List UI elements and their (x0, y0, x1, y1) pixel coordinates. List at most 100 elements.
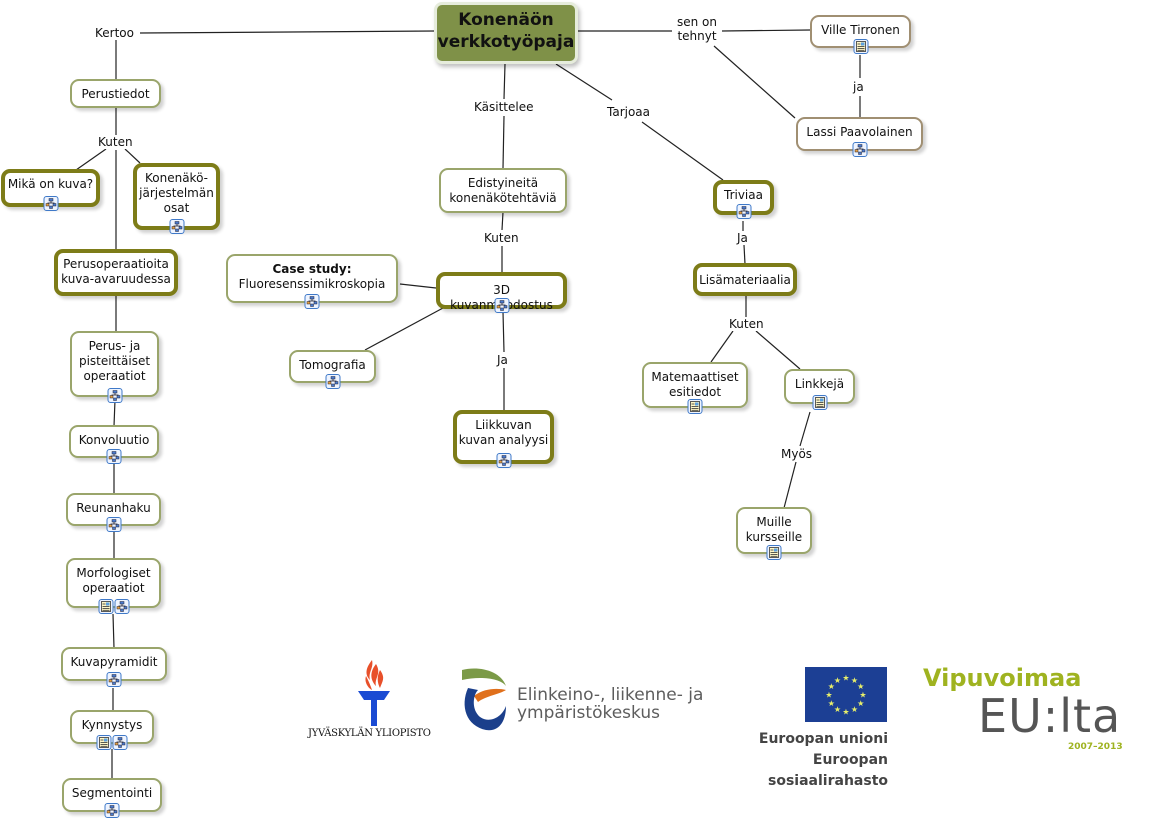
concept-map-icon[interactable] (852, 142, 867, 157)
node-kuvapyramidit[interactable]: Kuvapyramidit (61, 647, 167, 687)
node-perus-ja-pisteittaiset[interactable]: Perus- ja pisteittäiset operaatiot (70, 331, 159, 403)
concept-map-icon[interactable] (114, 599, 129, 614)
node-label: Lisämateriaalia (699, 273, 791, 287)
node-label: Perusoperaatioita kuva-avaruudessa (61, 257, 171, 286)
link-label-kuten-right: Kuten (727, 317, 766, 331)
eu-star: ★ (857, 682, 864, 691)
node-matemaattiset[interactable]: Matemaattiset esitiedot (642, 362, 748, 414)
node-linkkeja[interactable]: Linkkejä (784, 369, 855, 410)
node-edistyneita[interactable]: Edistyineitä konenäkötehtäviä (439, 168, 567, 213)
node-tomografia[interactable]: Tomografia (289, 350, 376, 389)
node-kynnystys[interactable]: Kynnystys (70, 710, 154, 750)
link-label-ja-authors: ja (851, 80, 866, 94)
node-lisamateriaalia[interactable]: Lisämateriaalia (693, 263, 797, 296)
node-label: Perustiedot (81, 87, 150, 101)
concept-map-icon[interactable] (106, 672, 122, 687)
eu-star: ★ (851, 676, 858, 685)
node-label: Matemaattiset esitiedot (651, 370, 739, 399)
node-morfologiset[interactable]: Morfologiset operaatiot (66, 558, 161, 614)
link-label-kuten-left: Kuten (96, 135, 135, 149)
eu-flag: ★★★★★★★★★★★★ (805, 667, 887, 722)
node-perusoperaatioita[interactable]: Perusoperaatioita kuva-avaruudessa (54, 249, 178, 296)
node-3d-kuvanmuodostus[interactable]: 3D kuvanmuodostus (436, 272, 567, 313)
document-icon[interactable] (687, 399, 703, 414)
concept-map-icon[interactable] (112, 735, 128, 750)
node-lassi-paavolainen[interactable]: Lassi Paavolainen (796, 117, 923, 157)
node-label: Kynnystys (81, 718, 143, 732)
node-konenako-osat[interactable]: Konenäkö- järjestelmän osat (133, 163, 220, 234)
document-icon[interactable] (766, 545, 782, 560)
concept-map-icon[interactable] (43, 196, 58, 211)
eu-text-line2: Euroopan sosiaalirahasto (768, 752, 888, 789)
concept-map-icon[interactable] (304, 294, 320, 309)
document-icon[interactable] (853, 39, 868, 54)
link-label-kertoo: Kertoo (93, 26, 136, 40)
link-label-kuten-mid: Kuten (482, 231, 521, 245)
vipuvoimaa-eulta: EU:lta (978, 689, 1122, 743)
node-label: Linkkejä (794, 377, 845, 391)
node-perustiedot[interactable]: Perustiedot (70, 79, 161, 108)
document-icon[interactable] (96, 735, 112, 750)
vipuvoimaa-years: 2007–2013 (1068, 742, 1123, 752)
node-segmentointi[interactable]: Segmentointi (62, 778, 162, 818)
node-konvoluutio[interactable]: Konvoluutio (69, 425, 159, 464)
vipuvoimaa-title: Vipuvoimaa (923, 664, 1082, 692)
concept-map-icon[interactable] (104, 803, 120, 818)
jyu-logo-text: JYVÄSKYLÄN YLIOPISTO (308, 728, 431, 739)
document-icon[interactable] (98, 599, 113, 614)
concept-map-icon[interactable] (106, 517, 121, 532)
node-label: Reunanhaku (76, 501, 151, 515)
node-label: Mikä on kuva? (7, 177, 94, 191)
node-label: Perus- ja pisteittäiset operaatiot (78, 339, 151, 383)
node-label: Ville Tirronen (821, 23, 900, 37)
node-label: Liikkuvan kuvan analyysi (458, 418, 549, 447)
eu-star: ★ (825, 691, 832, 700)
node-label: Fluoresenssimikroskopia (238, 277, 386, 291)
eu-star: ★ (828, 682, 835, 691)
link-label-tarjoaa: Tarjoaa (605, 105, 653, 119)
concept-map-icon[interactable] (107, 388, 122, 403)
node-label: Tomografia (299, 358, 366, 372)
link-label-ja-trivia: Ja (735, 231, 750, 245)
eu-star: ★ (834, 705, 841, 714)
concept-map-icon[interactable] (106, 449, 122, 464)
concept-map-icon[interactable] (169, 219, 184, 234)
eu-text-line1: Euroopan unioni (758, 731, 888, 747)
node-mika-on-kuva[interactable]: Mikä on kuva? (1, 169, 100, 211)
node-label: Lassi Paavolainen (806, 125, 913, 139)
node-reunanhaku[interactable]: Reunanhaku (66, 493, 161, 532)
node-label: Konenäkö- järjestelmän osat (139, 171, 214, 215)
link-label-ja-mid: Ja (495, 353, 510, 367)
jyu-logo (354, 658, 394, 728)
node-label: Kuvapyramidit (70, 655, 158, 669)
node-label: Segmentointi (71, 786, 153, 800)
eu-star: ★ (851, 705, 858, 714)
link-label-sen-on-tehnyt: sen on tehnyt (675, 15, 720, 43)
node-label: Triviaa (724, 188, 763, 202)
node-label: Konvoluutio (78, 433, 150, 447)
eu-star: ★ (842, 708, 849, 717)
root-node[interactable]: Konenäön verkkotyöpaja (434, 2, 578, 64)
eu-star: ★ (859, 691, 866, 700)
node-case-study[interactable]: Case study: Fluoresenssimikroskopia (226, 254, 398, 309)
concept-map-icon[interactable] (736, 204, 751, 219)
node-label-bold: Case study: (272, 262, 352, 276)
node-label: Morfologiset operaatiot (76, 566, 151, 595)
node-triviaa[interactable]: Triviaa (713, 180, 774, 219)
node-ville-tirronen[interactable]: Ville Tirronen (810, 15, 911, 54)
link-label-myos: Myös (779, 447, 815, 461)
root-title: Konenäön verkkotyöpaja (437, 10, 575, 52)
node-muille-kursseille[interactable]: Muille kursseille (736, 507, 812, 560)
ely-logo (460, 666, 508, 732)
node-liikkuvan[interactable]: Liikkuvan kuvan analyysi (453, 410, 554, 468)
concept-map-icon[interactable] (325, 374, 340, 389)
ely-logo-text: Elinkeino-, liikenne- ja ympäristökeskus (517, 685, 704, 723)
document-icon[interactable] (812, 395, 827, 410)
concept-map-icon[interactable] (496, 453, 511, 468)
node-label: Muille kursseille (745, 515, 803, 544)
eu-star: ★ (842, 674, 849, 683)
eu-text: Euroopan unioni Euroopan sosiaalirahasto (690, 729, 888, 792)
concept-map-icon[interactable] (494, 298, 509, 313)
node-label: Edistyineitä konenäkötehtäviä (449, 176, 557, 205)
